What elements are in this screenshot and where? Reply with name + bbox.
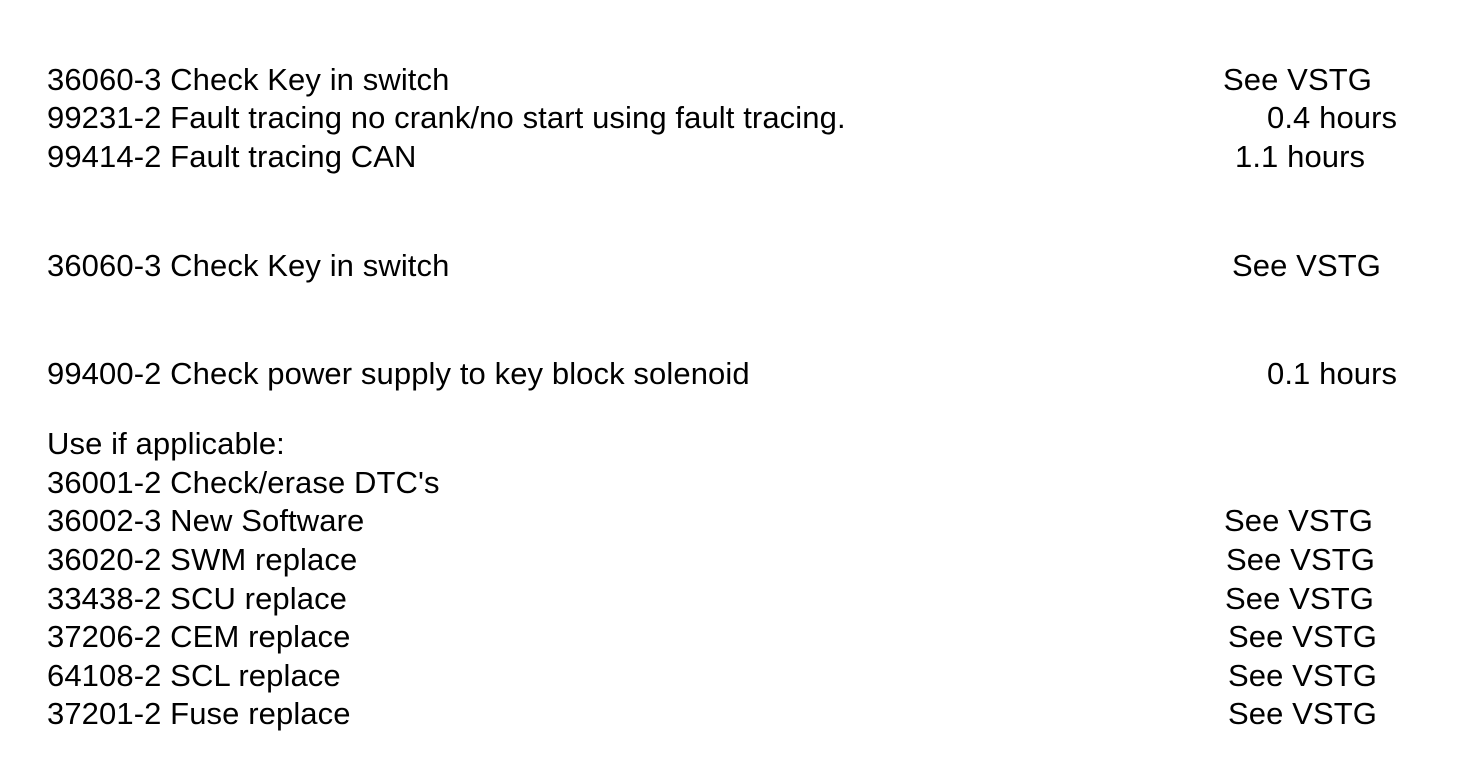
operation-time: 0.4 hours	[1267, 100, 1398, 135]
operation-time: See VSTG	[1232, 248, 1381, 283]
operation-description: 36060-3 Check Key in switch	[47, 62, 450, 97]
operation-description: 33438-2 SCU replace	[47, 581, 348, 616]
operation-description: 36020-2 SWM replace	[47, 542, 358, 577]
operation-description: 36001-2 Check/erase DTC's	[47, 465, 440, 500]
operation-time: See VSTG	[1225, 581, 1374, 616]
operation-time: See VSTG	[1228, 658, 1377, 693]
operation-time: 1.1 hours	[1235, 139, 1366, 174]
operation-description: 37201-2 Fuse replace	[47, 696, 351, 731]
operation-time: See VSTG	[1223, 62, 1372, 97]
operation-time: See VSTG	[1228, 619, 1377, 654]
operation-description: 37206-2 CEM replace	[47, 619, 351, 654]
operation-description: 36060-3 Check Key in switch	[47, 248, 450, 283]
operation-description: 99400-2 Check power supply to key block …	[47, 356, 750, 391]
operation-description: 99414-2 Fault tracing CAN	[47, 139, 417, 174]
section-heading: Use if applicable:	[47, 426, 285, 461]
operation-time: See VSTG	[1224, 503, 1373, 538]
operation-description: 99231-2 Fault tracing no crank/no start …	[47, 100, 846, 135]
operation-time: 0.1 hours	[1267, 356, 1398, 391]
operation-description: 64108-2 SCL replace	[47, 658, 341, 693]
operation-time: See VSTG	[1228, 696, 1377, 731]
operation-description: 36002-3 New Software	[47, 503, 365, 538]
operation-time: See VSTG	[1226, 542, 1375, 577]
